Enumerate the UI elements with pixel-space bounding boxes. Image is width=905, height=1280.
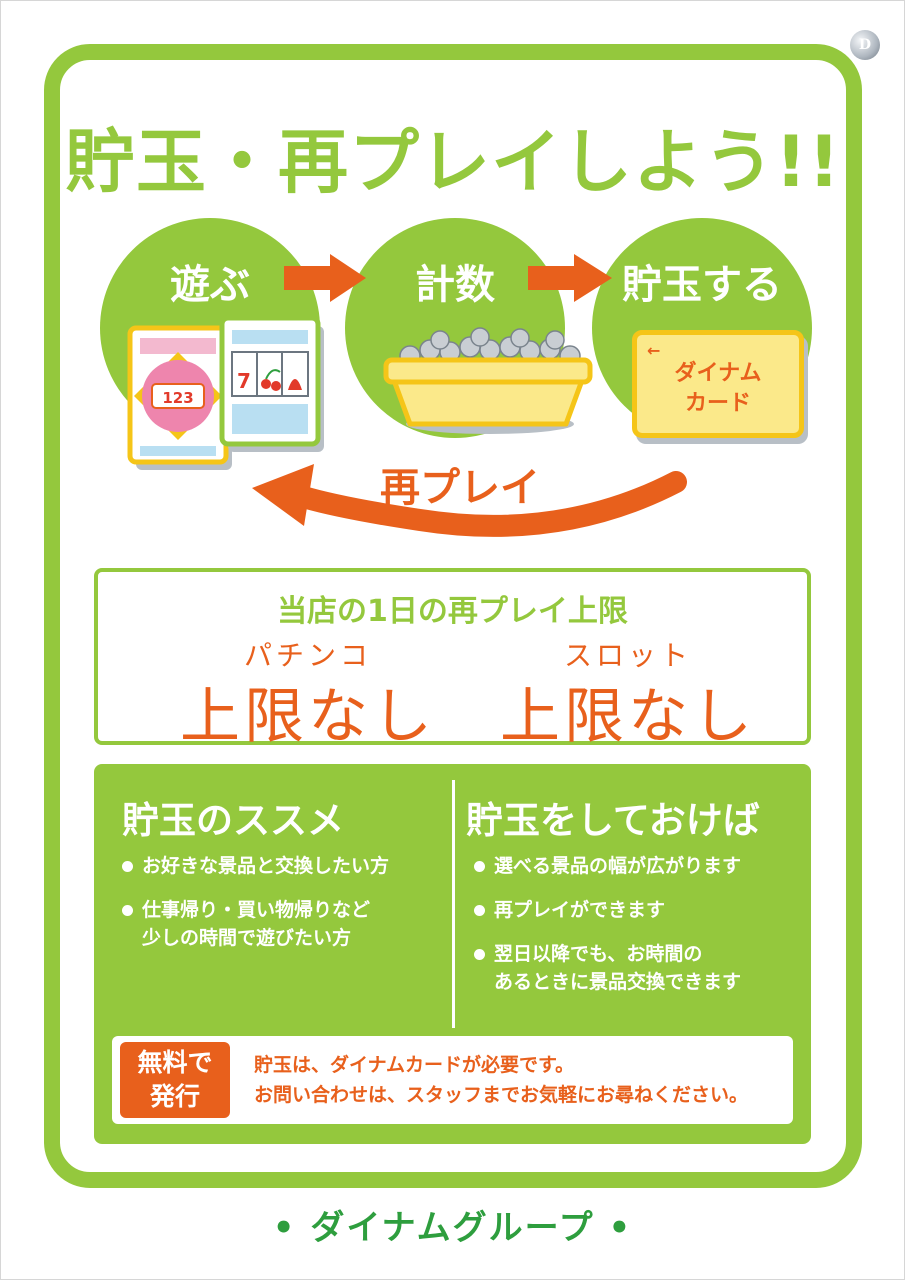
list-item: お好きな景品と交換したい方 xyxy=(120,852,440,880)
group-footer: • ダイナムグループ • xyxy=(272,1208,633,1248)
arrow-right-icon xyxy=(284,254,366,302)
list-item-text: 選べる景品の幅が広がります xyxy=(494,855,742,877)
list-item-text: 再プレイができます xyxy=(494,899,666,921)
slot-limit-value: 上限なし xyxy=(500,682,756,752)
slot-label: スロット xyxy=(563,639,692,672)
arrow-right-icon xyxy=(528,254,612,302)
card-arrow-icon: ← xyxy=(647,341,661,360)
list-item-text: 仕事帰り・買い物帰りなど 少しの時間で遊びたい方 xyxy=(142,899,371,949)
pachinko-machine-icon xyxy=(127,325,232,470)
notice-text: 貯玉は、ダイナムカードが必要です。 お問い合わせは、スタッフまでお気軽にお尋ねく… xyxy=(254,1050,748,1110)
benefits-list: 選べる景品の幅が広がります 再プレイができます 翌日以降でも、お時間の あるとき… xyxy=(472,852,802,1012)
brand-logo-icon: D xyxy=(850,30,880,60)
slot-reel-text: 7 xyxy=(237,369,251,393)
list-item: 仕事帰り・買い物帰りなど 少しの時間で遊びたい方 xyxy=(120,896,440,952)
badge-line1: 無料で xyxy=(137,1048,213,1077)
list-item-text: お好きな景品と交換したい方 xyxy=(142,855,390,877)
list-item: 再プレイができます xyxy=(472,896,802,924)
pachinko-display-text: 123 xyxy=(162,389,193,407)
pachinko-label: パチンコ xyxy=(243,639,372,672)
step-label-save: 貯玉する xyxy=(622,262,782,308)
card-notice: 無料で 発行 貯玉は、ダイナムカードが必要です。 お問い合わせは、スタッフまでお… xyxy=(112,1036,793,1124)
illustration-layer: 123 7 xyxy=(127,254,687,537)
poster-title: 貯玉・再プレイしよう!! xyxy=(65,121,841,203)
card-text-line1: ダイナム xyxy=(674,361,762,386)
dynam-card-icon: ← ダイナム カード xyxy=(632,330,804,438)
list-item-text: 翌日以降でも、お時間の あるときに景品交換できます xyxy=(494,943,742,993)
info-panel: 貯玉のススメ 貯玉をしておけば お好きな景品と交換したい方 仕事帰り・買い物帰り… xyxy=(94,764,811,1144)
recommend-list: お好きな景品と交換したい方 仕事帰り・買い物帰りなど 少しの時間で遊びたい方 xyxy=(120,852,440,968)
card-text-line2: カード xyxy=(684,391,751,416)
card-text: ダイナム カード xyxy=(637,359,799,419)
replay-label: 再プレイ xyxy=(380,465,540,511)
ball-basket-icon xyxy=(383,327,593,434)
badge-line2: 発行 xyxy=(149,1082,200,1111)
step-label-count: 計数 xyxy=(415,262,495,308)
pachinko-limit-value: 上限なし xyxy=(180,682,436,752)
recommend-heading: 貯玉のススメ xyxy=(122,799,344,842)
notice-line1: 貯玉は、ダイナムカードが必要です。 xyxy=(254,1054,575,1076)
slot-machine-icon xyxy=(219,315,324,452)
list-item: 翌日以降でも、お時間の あるときに景品交換できます xyxy=(472,940,802,996)
list-item: 選べる景品の幅が広がります xyxy=(472,852,802,880)
panel-divider xyxy=(452,780,455,1028)
limit-heading: 当店の1日の再プレイ上限 xyxy=(277,594,628,629)
replay-limit-box: 当店の1日の再プレイ上限 パチンコ 上限なし スロット 上限なし xyxy=(94,568,811,752)
step-label-play: 遊ぶ xyxy=(170,262,250,308)
notice-line2: お問い合わせは、スタッフまでお気軽にお尋ねください。 xyxy=(254,1084,749,1106)
free-issue-badge: 無料で 発行 xyxy=(120,1042,230,1118)
benefits-heading: 貯玉をしておけば xyxy=(466,799,760,842)
replay-arrow-icon xyxy=(252,464,687,537)
